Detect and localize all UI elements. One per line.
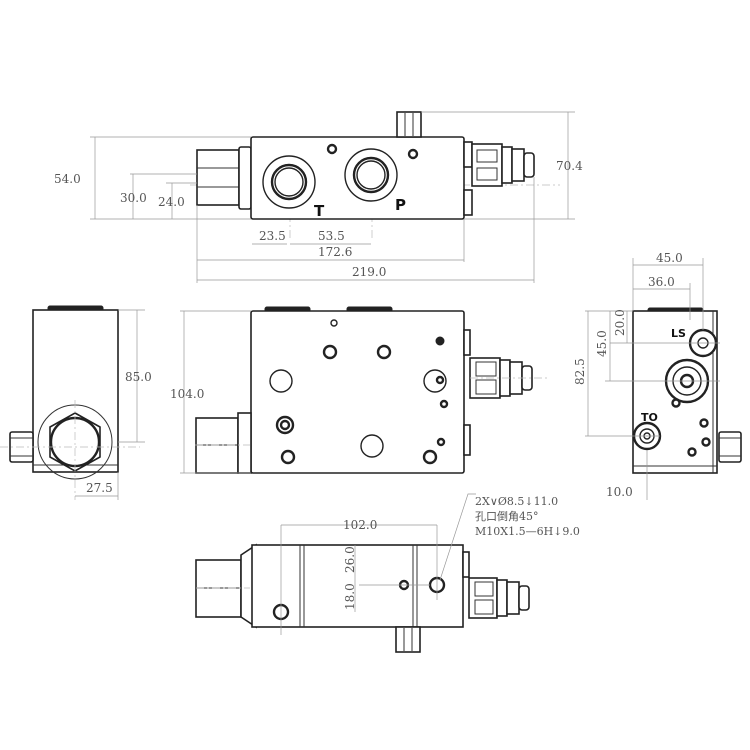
dim-20: 20.0	[613, 309, 627, 336]
hole-note-line1: 2X∨Ø8.5↓11.0	[475, 495, 558, 508]
top-left-hex-fitting	[196, 149, 240, 206]
dim-45-top: 45.0	[656, 251, 683, 265]
dim-172-6: 172.6	[318, 245, 352, 259]
dim-18: 18.0	[343, 583, 357, 610]
bottom-view: 102.0 26.0 18.0 2X∨Ø8.5↓11.0 孔口倒角45° M10…	[195, 493, 580, 653]
port-label-to: TO	[641, 411, 658, 424]
left-side-view: 85.0 27.5	[0, 305, 152, 500]
top-view: T P 54.0 30.0 24.0 70.4 23.5 53.5	[54, 111, 583, 283]
dim-53-5: 53.5	[318, 229, 345, 243]
front-main-block	[250, 310, 465, 474]
dim-219: 219.0	[352, 265, 386, 279]
port-label-p: P	[395, 196, 406, 214]
dim-10: 10.0	[606, 485, 633, 499]
front-view: 104.0	[170, 306, 550, 474]
dim-27-5: 27.5	[86, 481, 113, 495]
dim-26: 26.0	[343, 546, 357, 573]
dim-70-4: 70.4	[556, 159, 583, 173]
dim-104: 104.0	[170, 387, 204, 401]
port-label-ls: LS	[671, 327, 686, 340]
dim-102: 102.0	[343, 518, 377, 532]
dim-85: 85.0	[125, 370, 152, 384]
dim-36: 36.0	[648, 275, 675, 289]
hole-note-line2: 孔口倒角45°	[475, 510, 539, 523]
dim-30: 30.0	[120, 191, 147, 205]
port-label-t: T	[314, 202, 325, 220]
right-side-view: LS TO 45.0 36.0 20.0 45.0 82.5 10.0	[573, 251, 742, 500]
dim-82-5: 82.5	[573, 358, 587, 385]
dim-54: 54.0	[54, 172, 81, 186]
dim-45-vert: 45.0	[595, 330, 609, 357]
dim-23-5: 23.5	[259, 229, 286, 243]
top-adjust-knob	[396, 111, 422, 138]
dim-24: 24.0	[158, 195, 185, 209]
hole-note-line3: M10X1.5—6H↓9.0	[475, 525, 580, 538]
